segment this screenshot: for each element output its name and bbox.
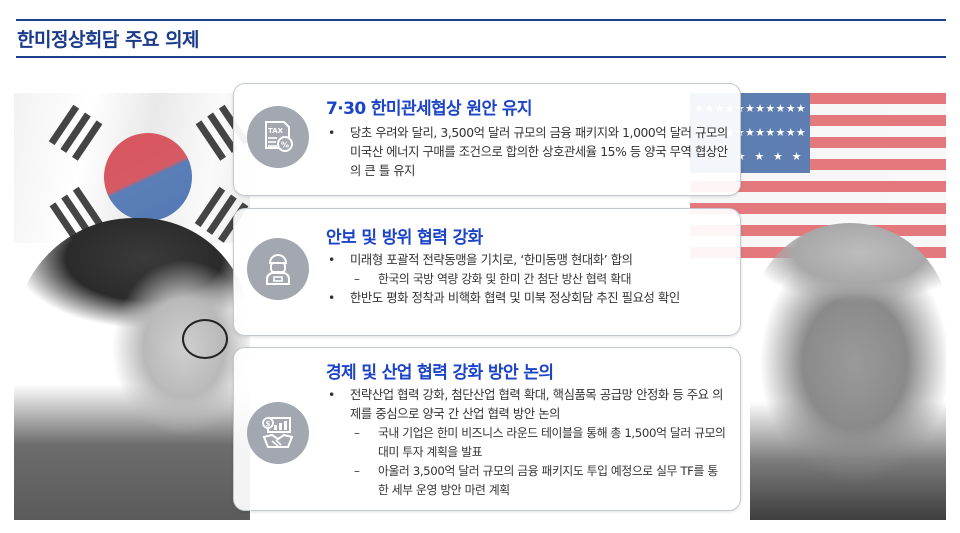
- card-title: 7·30 한미관세협상 원안 유지: [326, 99, 533, 119]
- bullet-marker: •: [328, 253, 335, 267]
- svg-text:TAX: TAX: [268, 127, 284, 135]
- sub-item-text: 한국의 국방 역량 강화 및 한미 간 첨단 방산 협력 확대: [378, 272, 632, 286]
- sub-item: – 아울러 3,500억 달러 규모의 금융 패키지도 투입 예정으로 실무 T…: [326, 462, 728, 500]
- sub-item-text: 아울러 3,500억 달러 규모의 금융 패키지도 투입 예정으로 실무 TF를…: [378, 464, 718, 497]
- bullet-text: 당초 우려와 달리, 3,500억 달러 규모의 금융 패키지와 1,000억 …: [350, 126, 728, 178]
- bullet-marker: •: [328, 388, 335, 402]
- card-body: • 미래형 포괄적 전략동맹을 기치로, ‘한미동맹 현대화’ 합의 – 한국의…: [326, 251, 728, 308]
- business-handshake-icon: $: [247, 402, 309, 464]
- agenda-card-tariff: TAX % 7·30 한미관세협상 원안 유지 • 당초 우려와 달리, 3,5…: [233, 83, 741, 196]
- agenda-card-economy: $ 경제 및 산업 협력 강화 방안 논의 • 전략산업 협력 강화, 첨단산업…: [233, 347, 741, 511]
- bullet-marker: •: [328, 291, 335, 305]
- bullet-item: • 당초 우려와 달리, 3,500억 달러 규모의 금융 패키지와 1,000…: [326, 124, 728, 181]
- svg-text:$: $: [266, 420, 271, 428]
- card-body: • 당초 우려와 달리, 3,500억 달러 규모의 금융 패키지와 1,000…: [326, 124, 728, 181]
- tax-document-icon: TAX %: [247, 106, 309, 168]
- bullet-text: 미래형 포괄적 전략동맹을 기치로, ‘한미동맹 현대화’ 합의: [350, 253, 633, 267]
- card-body: • 전략산업 협력 강화, 첨단산업 협력 확대, 핵심품목 공급망 안정화 등…: [326, 386, 728, 500]
- bullet-text: 전략산업 협력 강화, 첨단산업 협력 확대, 핵심품목 공급망 안정화 등 주…: [350, 388, 724, 421]
- card-title: 안보 및 방위 협력 강화: [326, 228, 483, 248]
- bullet-text: 한반도 평화 정착과 비핵화 협력 및 미북 정상회담 추진 필요성 확인: [350, 291, 680, 305]
- korean-leader-photo: [14, 218, 250, 520]
- sub-item-text: 국내 기업은 한미 비즈니스 라운드 테이블을 통해 총 1,500억 달러 규…: [378, 426, 726, 459]
- bullet-item: • 미래형 포괄적 전략동맹을 기치로, ‘한미동맹 현대화’ 합의: [326, 251, 728, 270]
- page-title: 한미정상회담 주요 의제: [17, 29, 200, 51]
- dash-marker: –: [354, 272, 360, 286]
- card-title: 경제 및 산업 협력 강화 방안 논의: [326, 363, 554, 383]
- us-leader-photo: [750, 223, 946, 520]
- dash-marker: –: [354, 464, 360, 478]
- glasses-detail: [182, 319, 228, 359]
- sub-item: – 한국의 국방 역량 강화 및 한미 간 첨단 방산 협력 확대: [326, 270, 728, 289]
- agenda-card-security: 안보 및 방위 협력 강화 • 미래형 포괄적 전략동맹을 기치로, ‘한미동맹…: [233, 208, 741, 336]
- bullet-marker: •: [328, 126, 335, 140]
- bullet-item: • 한반도 평화 정착과 비핵화 협력 및 미북 정상회담 추진 필요성 확인: [326, 289, 728, 308]
- header-rule-bottom: [16, 56, 946, 58]
- left-photo-panel: [14, 93, 250, 520]
- taegeuk-symbol: [94, 123, 202, 231]
- soldier-icon: [247, 238, 309, 300]
- sub-item: – 국내 기업은 한미 비즈니스 라운드 테이블을 통해 총 1,500억 달러…: [326, 424, 728, 462]
- bullet-item: • 전략산업 협력 강화, 첨단산업 협력 확대, 핵심품목 공급망 안정화 등…: [326, 386, 728, 424]
- dash-marker: –: [354, 426, 360, 440]
- trigram: [45, 102, 106, 163]
- svg-text:%: %: [281, 141, 289, 150]
- header-rule-top: [16, 19, 946, 21]
